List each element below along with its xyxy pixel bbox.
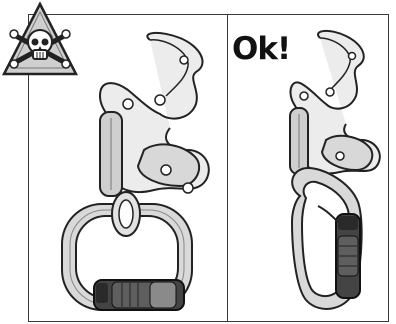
gate-spring-wire <box>317 205 339 223</box>
screw-gate-sleeve <box>93 279 185 311</box>
attachment-ring <box>111 191 141 237</box>
screw-gate-sleeve-vertical <box>335 213 361 299</box>
ok-label: Ok! <box>232 31 291 67</box>
rope-grab-device <box>98 32 210 197</box>
rope-grab-device-small <box>289 30 381 175</box>
